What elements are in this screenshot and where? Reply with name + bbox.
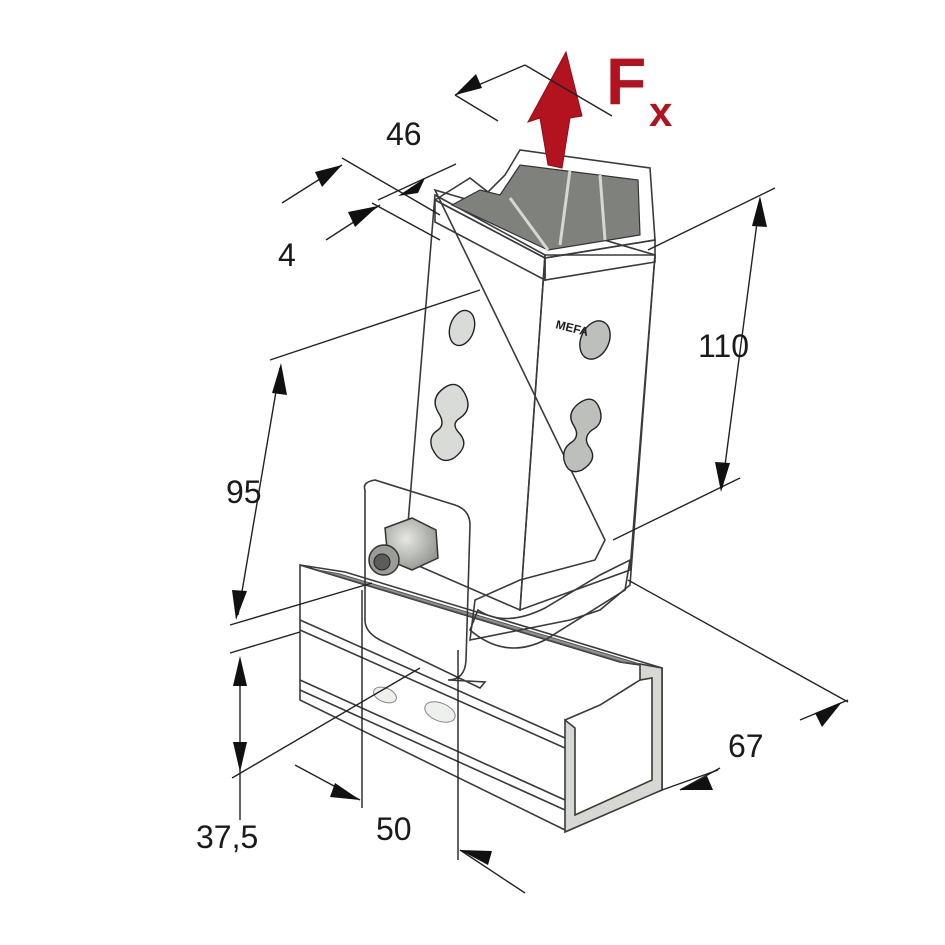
dim-label-110: 110: [698, 328, 749, 364]
u-bracket: [363, 188, 656, 689]
force-letter: F: [606, 44, 646, 118]
dimension-37-5: 37,5: [196, 631, 421, 855]
dimension-95: 95: [226, 289, 481, 626]
dimension-50: 50: [294, 590, 526, 894]
dimension-110: 110: [612, 187, 776, 541]
square-post: MEFA: [433, 149, 656, 339]
dim-label-67: 67: [728, 728, 764, 764]
force-label: F x: [606, 44, 673, 135]
dim-label-4: 4: [278, 237, 296, 273]
mounting-rail: [299, 563, 663, 834]
dimension-4: 4: [278, 163, 457, 273]
dim-label-95: 95: [226, 474, 262, 510]
dim-label-46: 46: [386, 116, 422, 152]
force-subscript: x: [649, 88, 673, 135]
dimension-67: 67: [627, 579, 849, 791]
dim-label-50: 50: [376, 811, 412, 847]
dimension-46: 46: [281, 64, 613, 216]
brand-logo: MEFA: [554, 317, 590, 339]
dim-label-37-5: 37,5: [196, 819, 258, 855]
force-arrow: [526, 50, 583, 169]
bolt-nut: [368, 517, 439, 576]
